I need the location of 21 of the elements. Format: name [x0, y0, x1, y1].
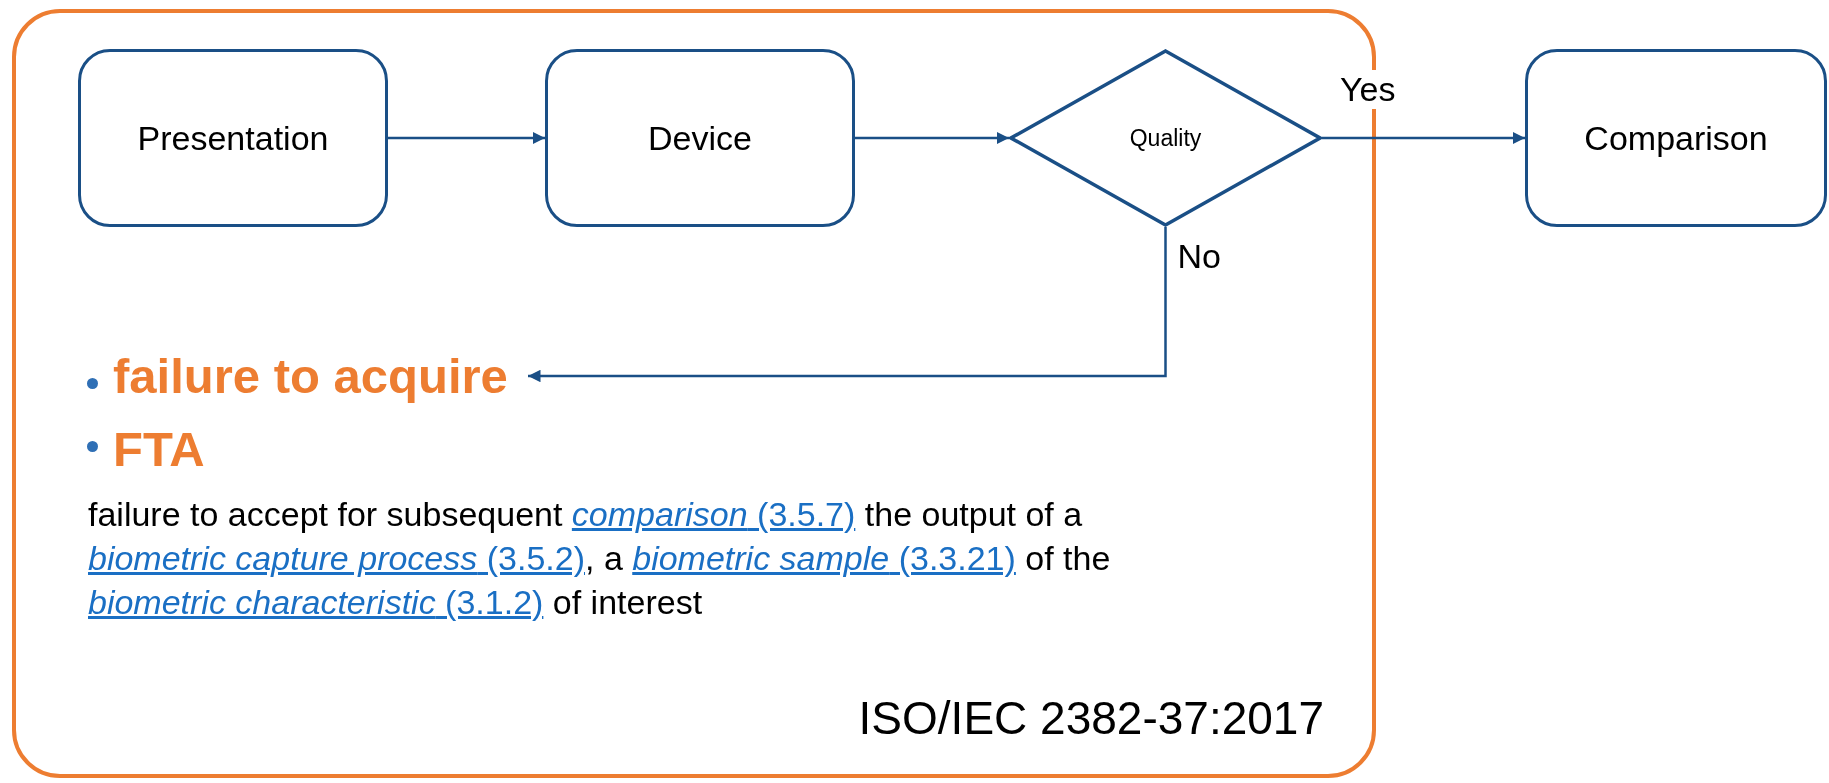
decision-diamond	[1009, 49, 1322, 227]
definition-link: biometric characteristic (3.1.2)	[88, 583, 544, 621]
arrow	[1322, 131, 1525, 145]
term-abbreviation: FTA	[113, 421, 205, 477]
process-box	[545, 49, 855, 227]
process-box	[1525, 49, 1827, 227]
box-label: Presentation	[137, 118, 329, 158]
definition-link: biometric capture process (3.5.2)	[88, 539, 585, 577]
source-reference: ISO/IEC 2382-37:2017	[858, 691, 1324, 745]
edge-label: Yes	[1340, 70, 1396, 109]
box-label: Comparison	[1584, 118, 1768, 158]
arrow	[528, 227, 1167, 383]
definition-text: failure to accept for subsequent comparison (3.5.7) the output of a biometric capture process (3.5.2), a biometric sample (3.3.21) of the biometric characteristic (3.1.2) of interest	[88, 494, 1112, 623]
definition-link: comparison (3.5.7)	[571, 495, 856, 533]
process-box	[78, 49, 388, 227]
box-label: Device	[648, 118, 752, 158]
decision-label: Quality	[1129, 124, 1202, 152]
definition-link: biometric sample (3.3.21)	[632, 539, 1016, 577]
arrow	[855, 131, 1009, 145]
arrow	[388, 131, 545, 145]
term-text: failure to acquire	[113, 348, 508, 404]
